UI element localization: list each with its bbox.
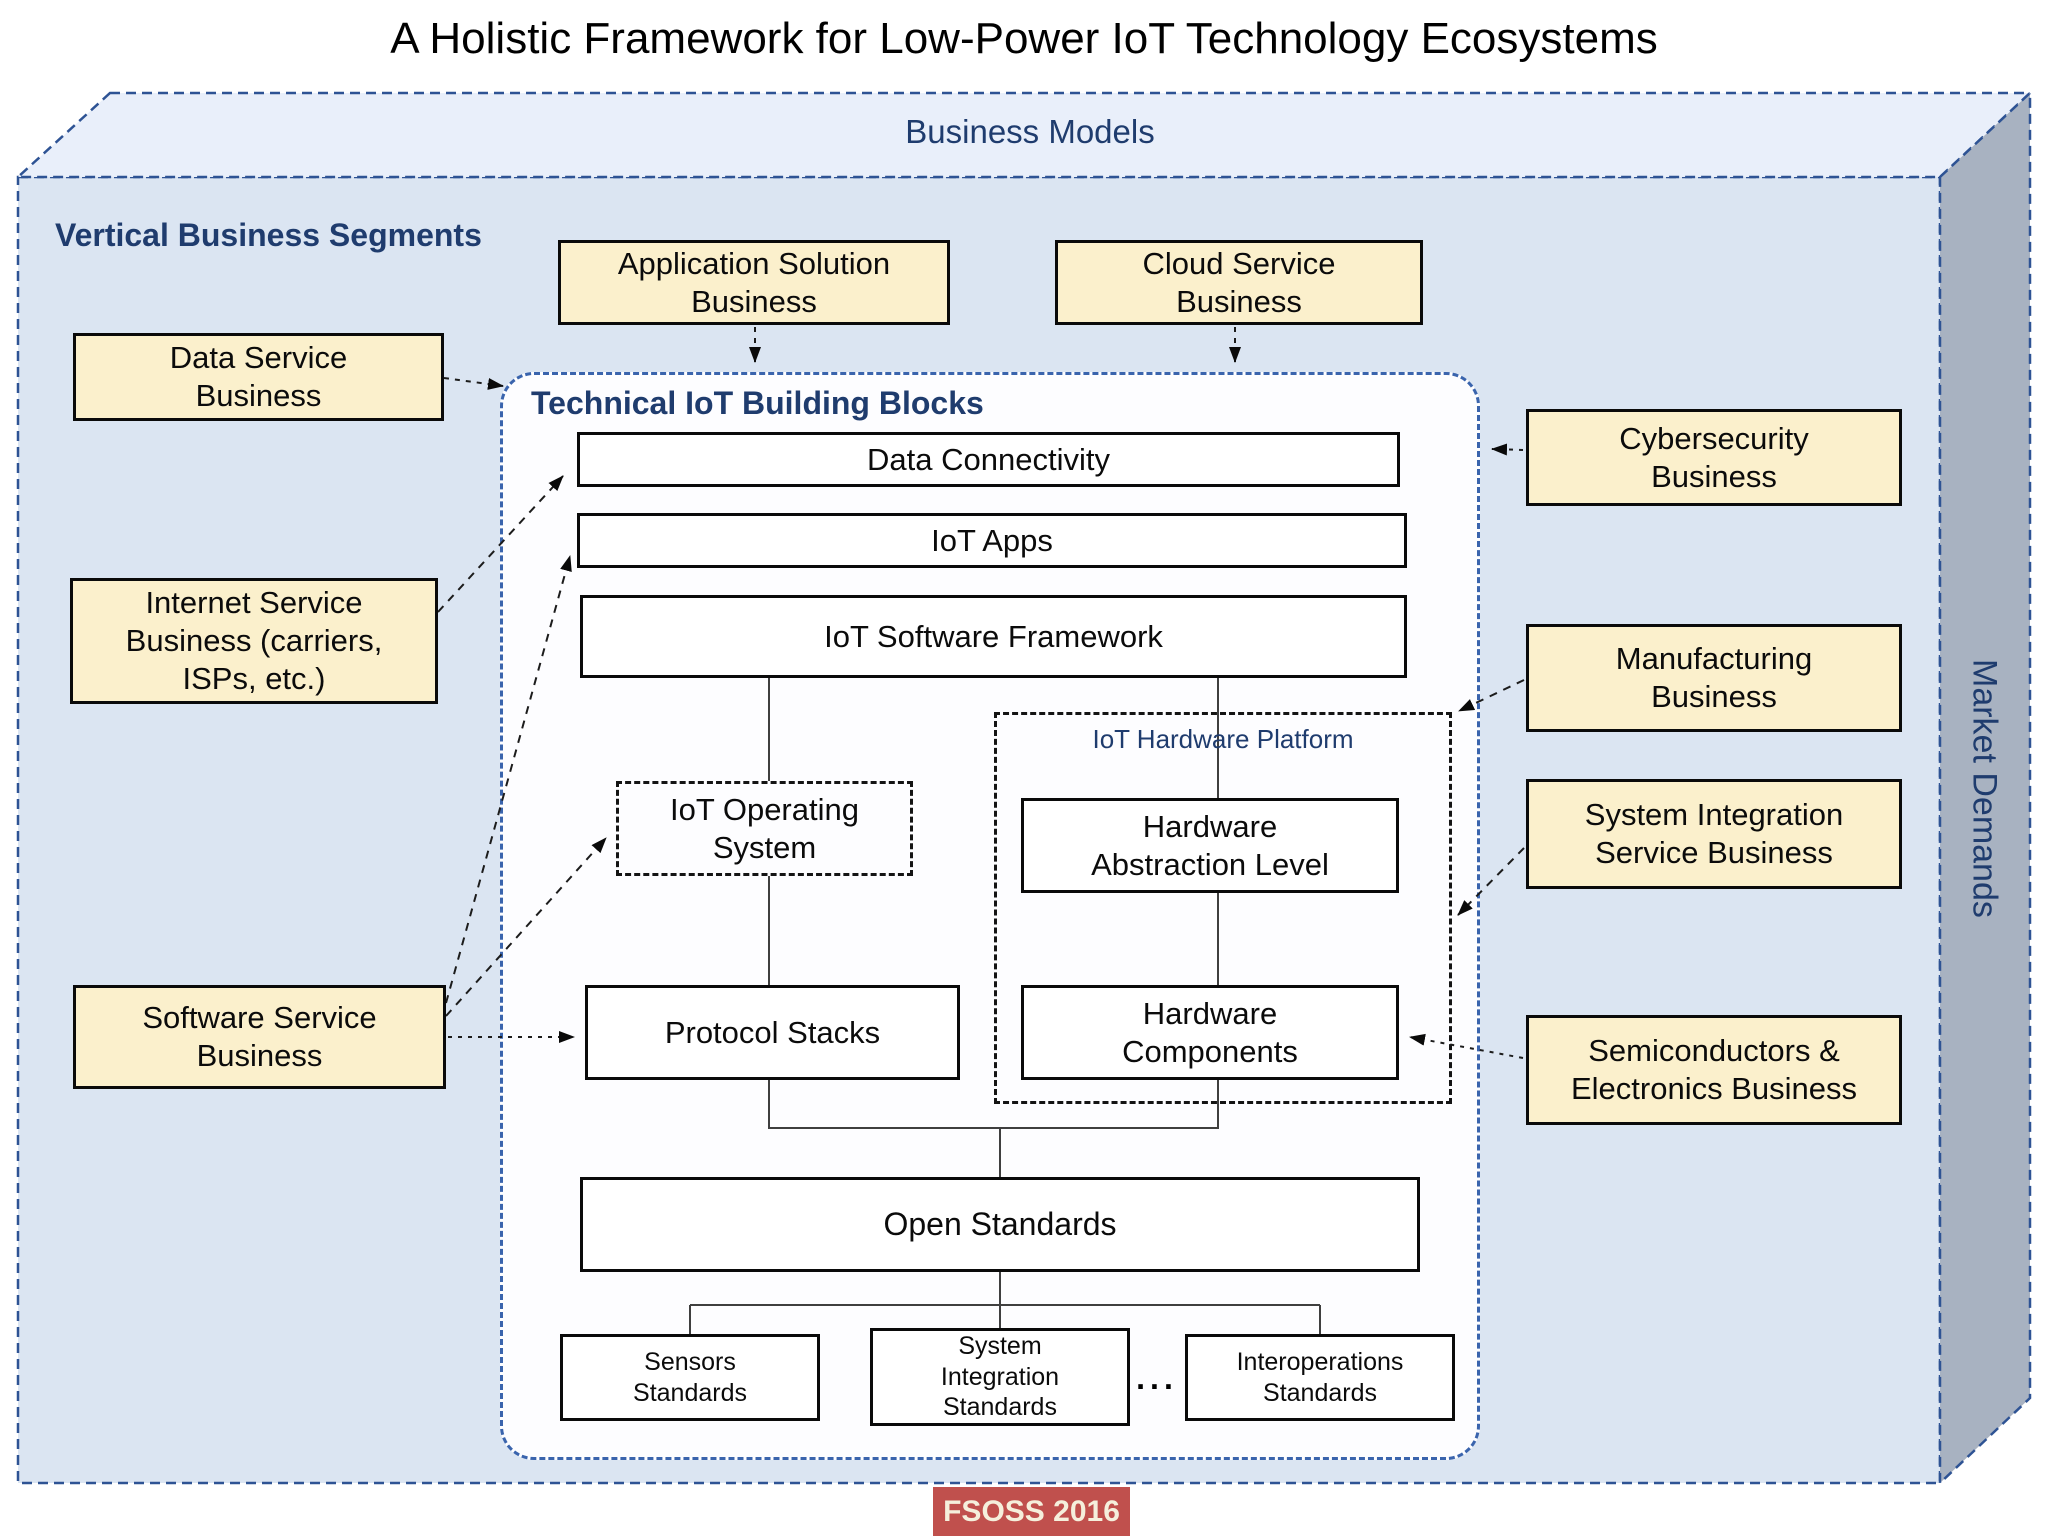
business-models-label: Business Models <box>905 112 1155 150</box>
iot-software-framework-block: IoT Software Framework <box>580 595 1407 678</box>
arrow-cybersecurity <box>1491 443 1524 456</box>
iot-hardware-platform-label: IoT Hardware Platform <box>1092 723 1354 754</box>
internet-service-business-box: Internet Service Business (carriers, ISP… <box>70 578 438 704</box>
sensors-standards-block: Sensors Standards <box>560 1334 820 1421</box>
arrow-software-to-os <box>445 837 607 1017</box>
system-integration-standards-block: System Integration Standards <box>870 1328 1130 1426</box>
arrow-system-integration <box>1457 847 1525 916</box>
market-demands-label: Market Demands <box>1965 658 2004 918</box>
vertical-business-segments-label: Vertical Business Segments <box>55 217 482 253</box>
application-solution-business-box: Application Solution Business <box>558 240 950 325</box>
standards-ellipsis: ... <box>1136 1359 1178 1396</box>
arrow-manufacturing <box>1458 679 1525 712</box>
semiconductors-electronics-business-box: Semiconductors & Electronics Business <box>1526 1015 1902 1125</box>
arrow-software-to-apps <box>445 555 572 1004</box>
protocol-stacks-block: Protocol Stacks <box>585 985 960 1080</box>
manufacturing-business-box: Manufacturing Business <box>1526 624 1902 732</box>
iot-operating-system-block: IoT Operating System <box>616 781 913 876</box>
cloud-service-business-box: Cloud Service Business <box>1055 240 1423 325</box>
arrow-internet-service <box>437 475 564 613</box>
interoperations-standards-block: Interoperations Standards <box>1185 1334 1455 1421</box>
right-face <box>1938 90 2032 1486</box>
top-face <box>14 91 2034 179</box>
data-connectivity-block: Data Connectivity <box>577 432 1400 487</box>
iot-apps-block: IoT Apps <box>577 513 1407 568</box>
cybersecurity-business-box: Cybersecurity Business <box>1526 409 1902 506</box>
hardware-abstraction-level-block: Hardware Abstraction Level <box>1021 798 1399 893</box>
open-standards-block: Open Standards <box>580 1177 1420 1272</box>
iot-hardware-platform-container <box>994 712 1452 1104</box>
hardware-components-block: Hardware Components <box>1021 985 1399 1080</box>
technical-iot-building-blocks-title: Technical IoT Building Blocks <box>531 385 984 421</box>
arrow-semiconductors <box>1409 1033 1524 1059</box>
arrow-data-service <box>443 377 504 390</box>
software-service-business-box: Software Service Business <box>73 985 446 1089</box>
data-service-business-box: Data Service Business <box>73 333 444 421</box>
system-integration-service-business-box: System Integration Service Business <box>1526 779 1902 889</box>
block-connectors <box>689 678 1321 1334</box>
segment-arrows <box>437 327 1525 1059</box>
page-title-text: A Holistic Framework for Low-Power IoT T… <box>390 14 1658 63</box>
fsoss-2016-badge: FSOSS 2016 <box>933 1487 1130 1536</box>
page-title: A Holistic Framework for Low-Power IoT T… <box>0 12 2048 66</box>
